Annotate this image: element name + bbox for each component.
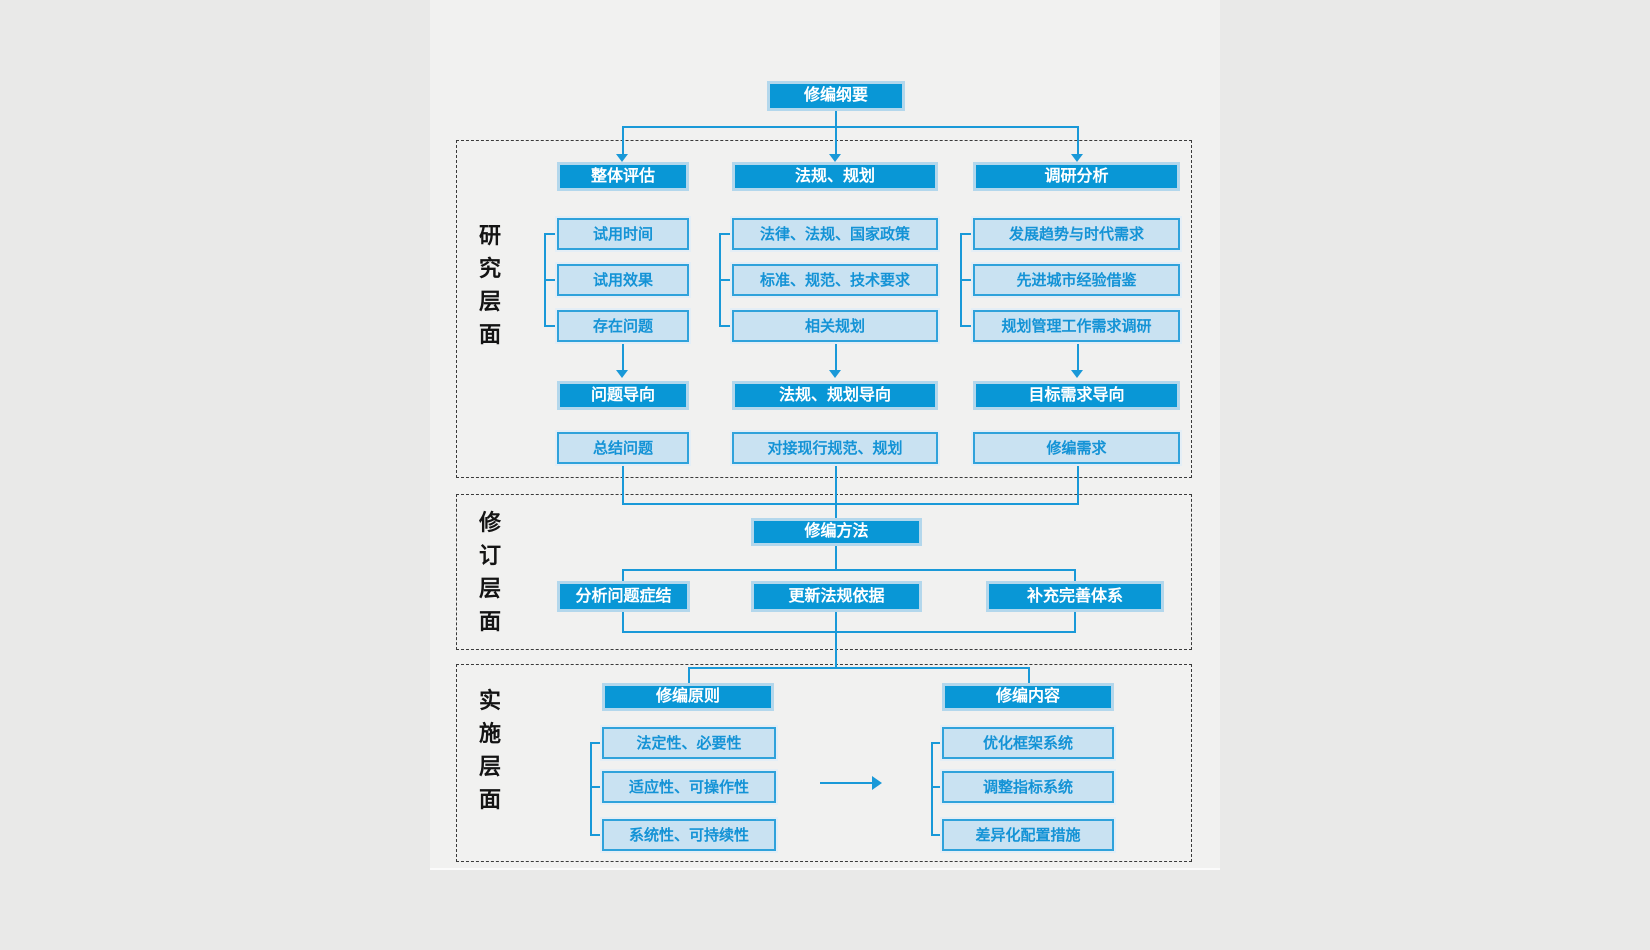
- connector-line: [1028, 667, 1030, 684]
- node-related-plans: 相关规划: [732, 310, 938, 342]
- bracket-line: [962, 233, 974, 235]
- bracket-line: [721, 233, 733, 235]
- connector-line: [622, 612, 624, 633]
- connector-line: [622, 569, 624, 581]
- bracket-line: [546, 279, 558, 281]
- node-update-legal-basis: 更新法规依据: [751, 581, 922, 612]
- node-revision-principles: 修编原则: [602, 683, 774, 711]
- node-summarize-problems: 总结问题: [557, 432, 689, 464]
- connector-line: [1077, 464, 1079, 504]
- section-research-frame: [456, 140, 1192, 478]
- connector-line: [688, 667, 690, 684]
- section-implementation-frame: [456, 664, 1192, 862]
- node-analyze-problem-crux: 分析问题症结: [557, 581, 690, 612]
- connector-line: [622, 503, 1079, 505]
- connector-line: [835, 342, 837, 370]
- connector-line: [1077, 126, 1079, 154]
- connector-line: [622, 464, 624, 504]
- bracket-line: [933, 742, 943, 744]
- connector-line: [1074, 569, 1076, 581]
- node-revision-content: 修编内容: [942, 683, 1114, 711]
- connector-line: [835, 612, 837, 633]
- bracket-line: [933, 786, 943, 788]
- connector-line: [622, 126, 1079, 128]
- bracket-line: [592, 786, 602, 788]
- node-trial-effect: 试用效果: [557, 264, 689, 296]
- node-development-trends: 发展趋势与时代需求: [973, 218, 1180, 250]
- node-management-needs-survey: 规划管理工作需求调研: [973, 310, 1180, 342]
- section-implementation-label: 实施层面: [478, 688, 501, 812]
- connector-line: [622, 631, 1076, 633]
- node-revision-demand: 修编需求: [973, 432, 1180, 464]
- node-city-experience: 先进城市经验借鉴: [973, 264, 1180, 296]
- node-legality-necessity: 法定性、必要性: [602, 727, 776, 759]
- connector-line: [622, 126, 624, 154]
- node-differentiated-measures: 差异化配置措施: [942, 819, 1114, 851]
- connector-line: [1077, 342, 1079, 370]
- connector-line: [622, 569, 1076, 571]
- section-revision-frame: [456, 494, 1192, 650]
- arrowhead-down-icon: [829, 154, 841, 162]
- bracket-line: [962, 279, 974, 281]
- arrowhead-down-icon: [829, 370, 841, 378]
- node-optimize-framework: 优化框架系统: [942, 727, 1114, 759]
- bracket-line: [960, 233, 962, 327]
- connector-line: [835, 128, 837, 154]
- node-adjust-indicators: 调整指标系统: [942, 771, 1114, 803]
- arrowhead-down-icon: [616, 370, 628, 378]
- bracket-line: [719, 233, 721, 327]
- arrowhead-down-icon: [1071, 370, 1083, 378]
- bracket-line: [546, 325, 558, 327]
- connector-line: [835, 464, 837, 504]
- node-overall-assessment: 整体评估: [557, 162, 689, 191]
- connector-line: [835, 505, 837, 518]
- connector-line: [1074, 612, 1076, 633]
- node-laws-plans: 法规、规划: [732, 162, 938, 191]
- node-problem-orientation: 问题导向: [557, 381, 689, 410]
- node-align-current-standards: 对接现行规范、规划: [732, 432, 938, 464]
- arrowhead-down-icon: [616, 154, 628, 162]
- connector-line: [835, 546, 837, 571]
- bracket-line: [592, 834, 602, 836]
- bracket-line: [546, 233, 558, 235]
- bracket-line: [721, 325, 733, 327]
- node-revision-method: 修编方法: [751, 518, 922, 546]
- node-standards-requirements: 标准、规范、技术要求: [732, 264, 938, 296]
- section-research-label: 研究层面: [478, 223, 501, 347]
- bracket-line: [592, 742, 602, 744]
- node-systematic-sustainable: 系统性、可持续性: [602, 819, 776, 851]
- node-laws-policies: 法律、法规、国家政策: [732, 218, 938, 250]
- node-laws-plans-orientation: 法规、规划导向: [732, 381, 938, 410]
- bracket-line: [962, 325, 974, 327]
- bracket-line: [721, 279, 733, 281]
- node-revision-outline: 修编纲要: [767, 81, 905, 111]
- connector-line: [835, 110, 837, 127]
- bracket-line: [933, 834, 943, 836]
- connector-line: [688, 667, 1030, 669]
- node-adaptability-operability: 适应性、可操作性: [602, 771, 776, 803]
- node-goal-demand-orientation: 目标需求导向: [973, 381, 1180, 410]
- node-improve-system: 补充完善体系: [986, 581, 1164, 612]
- node-research-analysis: 调研分析: [973, 162, 1180, 191]
- section-revision-label: 修订层面: [478, 510, 501, 634]
- arrowhead-right-icon: [872, 776, 882, 790]
- connector-line: [820, 782, 872, 784]
- bracket-line: [590, 742, 592, 836]
- node-trial-time: 试用时间: [557, 218, 689, 250]
- node-existing-problems: 存在问题: [557, 310, 689, 342]
- arrowhead-down-icon: [1071, 154, 1083, 162]
- connector-line: [622, 342, 624, 370]
- bracket-line: [931, 742, 933, 836]
- bracket-line: [544, 233, 546, 327]
- connector-line: [835, 633, 837, 668]
